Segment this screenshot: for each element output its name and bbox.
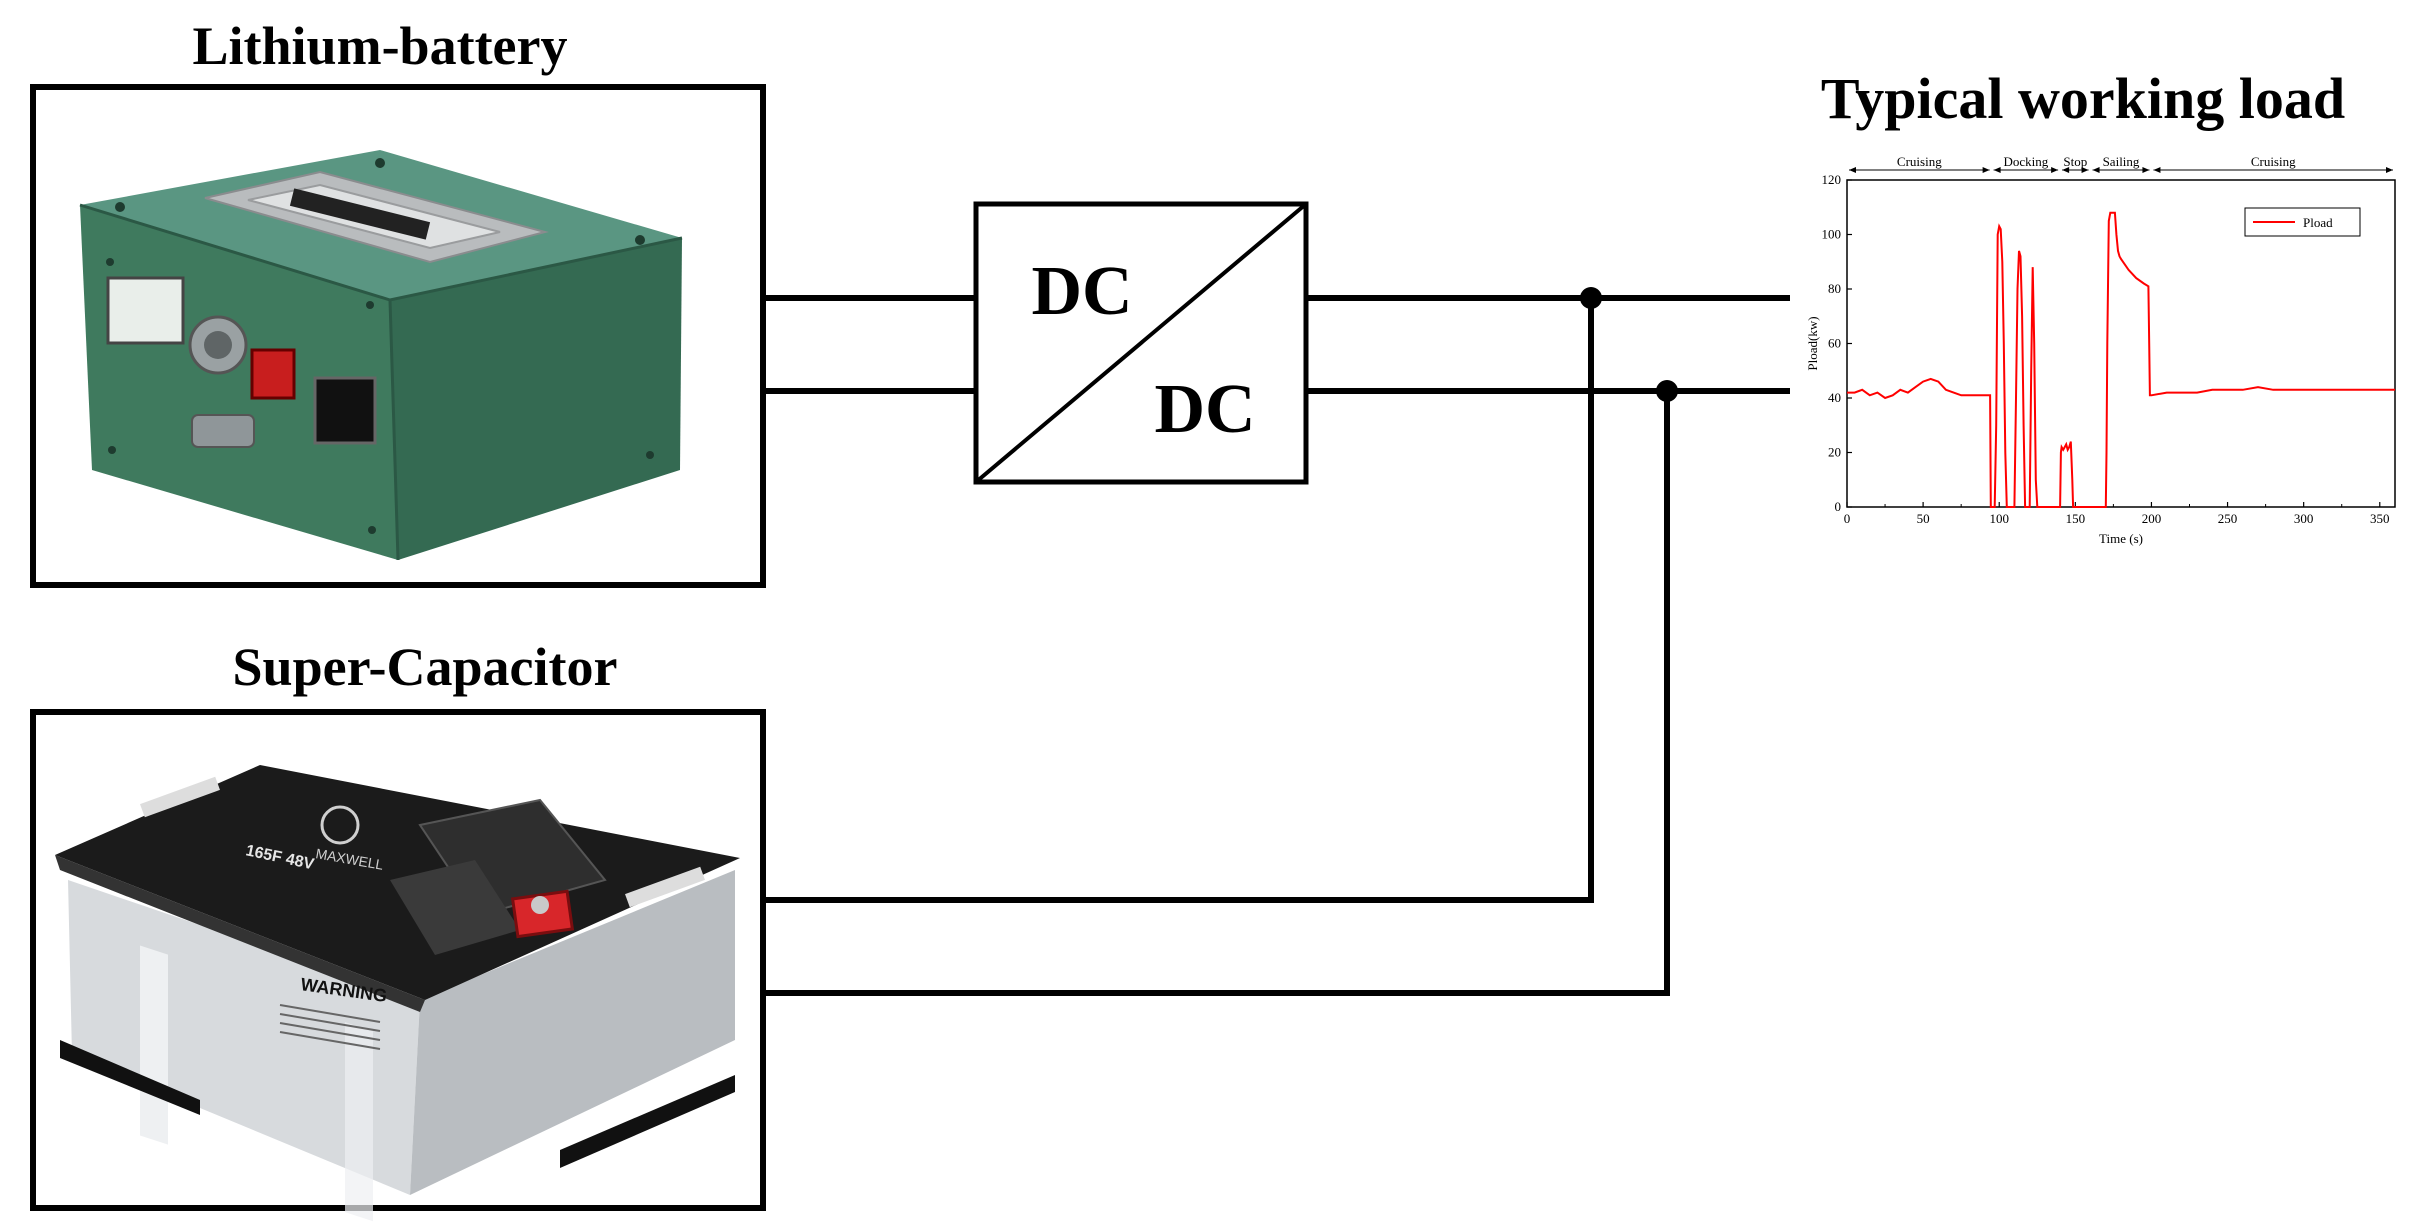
phase-label: Docking bbox=[2003, 154, 2048, 169]
x-tick-label: 200 bbox=[2142, 511, 2162, 526]
junction-dot-bottom bbox=[1656, 380, 1678, 402]
x-axis-label: Time (s) bbox=[2099, 531, 2143, 546]
y-tick-label: 20 bbox=[1828, 445, 1841, 460]
phase-arrow-head-left bbox=[2062, 167, 2070, 173]
phase-label: Cruising bbox=[1897, 154, 1942, 169]
series-line-pload bbox=[1847, 211, 2395, 508]
converter-label-bottom: DC bbox=[1154, 371, 1255, 448]
converter-label-top: DC bbox=[1031, 253, 1132, 330]
supercap-image: MAXWELL 165F 48V WARNING bbox=[55, 765, 740, 1222]
battery-title: Lithium-battery bbox=[193, 16, 568, 76]
y-axis-label: Pload(kw) bbox=[1805, 316, 1820, 370]
x-tick-label: 150 bbox=[2066, 511, 2086, 526]
load-title: Typical working load bbox=[1821, 66, 2345, 131]
wiring bbox=[763, 295, 1790, 996]
wire-supercap-top bbox=[763, 298, 1594, 903]
battery-image bbox=[79, 150, 683, 561]
phase-arrow-head-left bbox=[1849, 167, 1856, 173]
supercap-title: Super-Capacitor bbox=[233, 637, 618, 697]
y-tick-label: 0 bbox=[1835, 499, 1842, 514]
phase-label: Cruising bbox=[2251, 154, 2296, 169]
y-tick-label: 120 bbox=[1822, 172, 1842, 187]
phase-arrow-head-right bbox=[2386, 167, 2393, 173]
dcdc-converter: DC DC bbox=[973, 201, 1309, 485]
phase-label: Sailing bbox=[2103, 154, 2140, 169]
x-tick-label: 300 bbox=[2294, 511, 2314, 526]
y-tick-label: 80 bbox=[1828, 281, 1841, 296]
phase-arrow-head-left bbox=[2153, 167, 2161, 173]
x-tick-label: 100 bbox=[1989, 511, 2009, 526]
load-chart: 0 50 100 150 200 250 300 350 0 20 40 60 80 100 120Time… bbox=[1805, 154, 2396, 546]
x-tick-label: 250 bbox=[2218, 511, 2238, 526]
x-tick-label: 50 bbox=[1917, 511, 1930, 526]
legend-label: Pload bbox=[2303, 215, 2333, 230]
phase-arrow-head-right bbox=[1982, 167, 1990, 173]
battery-frame bbox=[30, 84, 766, 588]
phase-arrow-head-right bbox=[2142, 167, 2150, 173]
phase-label: Stop bbox=[2063, 154, 2087, 169]
phase-arrow-head-left bbox=[2092, 167, 2100, 173]
x-tick-label: 0 bbox=[1844, 511, 1851, 526]
y-tick-label: 60 bbox=[1828, 336, 1841, 351]
converter-diagonal bbox=[974, 202, 1308, 484]
y-tick-label: 100 bbox=[1822, 227, 1842, 242]
y-tick-label: 40 bbox=[1828, 390, 1841, 405]
phase-arrow-head-left bbox=[1993, 167, 2001, 173]
x-tick-label: 350 bbox=[2370, 511, 2390, 526]
wire-supercap-bottom bbox=[763, 391, 1670, 996]
phase-arrow-head-right bbox=[2051, 167, 2059, 173]
supercap-frame bbox=[30, 709, 766, 1211]
junction-dot-top bbox=[1580, 287, 1602, 309]
phase-arrow-head-right bbox=[2081, 167, 2089, 173]
